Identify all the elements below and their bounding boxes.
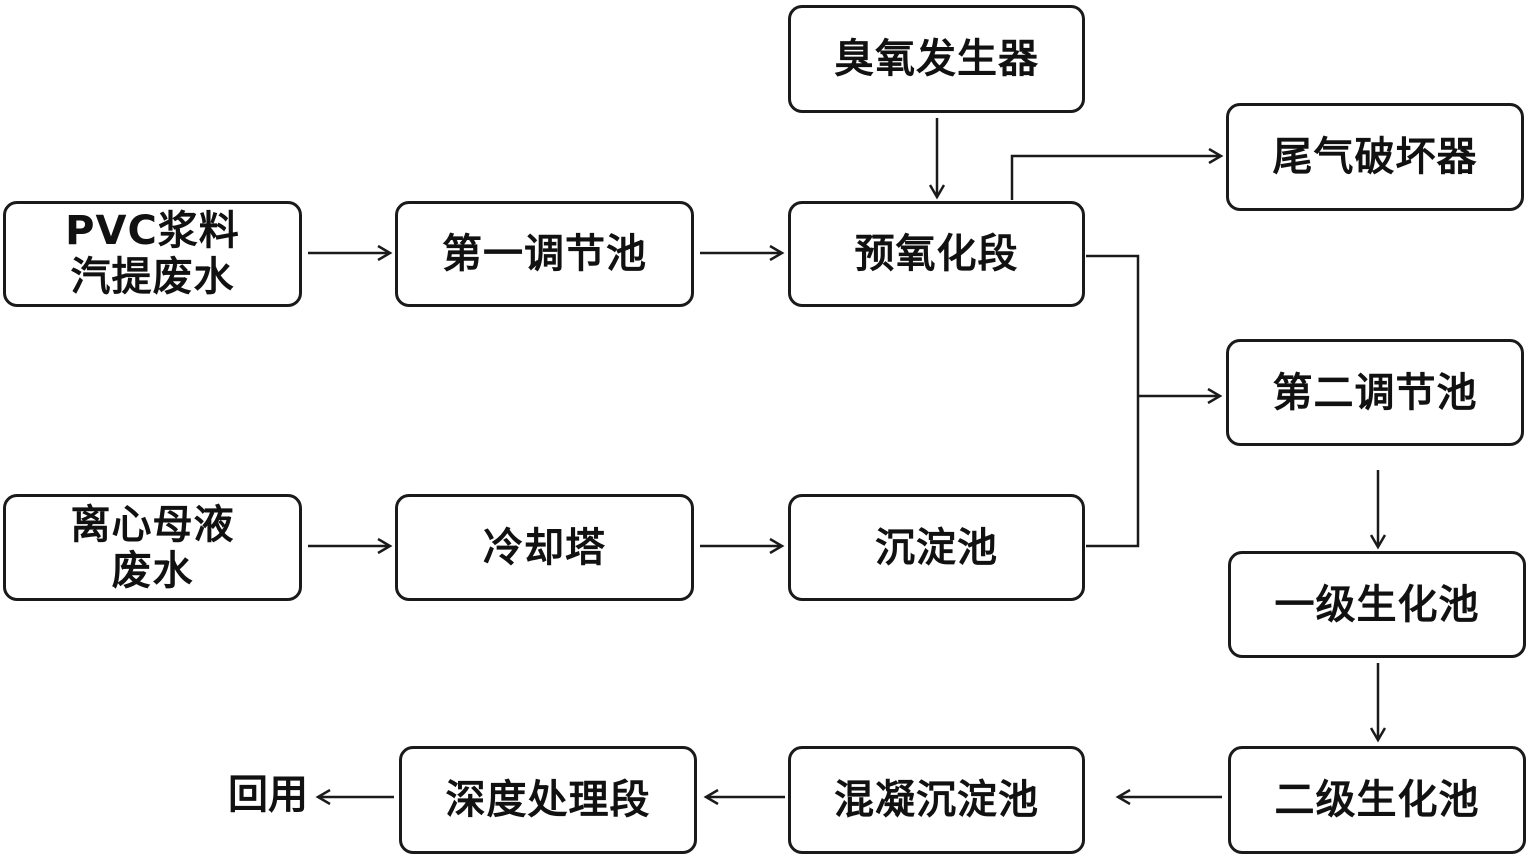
node-centrifuge-wastewater-line-1: 离心母液 bbox=[70, 501, 235, 548]
node-advanced-treatment-label: 深度处理段 bbox=[445, 777, 651, 823]
node-primary-biochemical-tank-label: 一级生化池 bbox=[1274, 581, 1480, 628]
node-coagulation-sedimentation-tank-label: 混凝沉淀池 bbox=[834, 777, 1039, 823]
connector-pre-oxidation-to-merge bbox=[1086, 254, 1140, 548]
node-advanced-treatment: 深度处理段 bbox=[399, 746, 697, 854]
node-pre-oxidation-label: 预氧化段 bbox=[854, 231, 1019, 277]
node-ozone-generator: 臭氧发生器 bbox=[788, 5, 1085, 113]
node-tail-gas-destroyer-label: 尾气破坏器 bbox=[1272, 134, 1478, 180]
node-centrifuge-wastewater-label: 离心母液 废水 bbox=[71, 502, 235, 594]
node-pvc-wastewater-label: PVC浆料 汽提废水 bbox=[65, 208, 240, 300]
node-pvc-wastewater-line-2: 汽提废水 bbox=[70, 254, 235, 300]
reuse-endpoint-label: 回用 bbox=[228, 772, 308, 818]
node-cooling-tower-label: 冷却塔 bbox=[483, 524, 606, 571]
node-centrifuge-wastewater-line-2: 废水 bbox=[111, 547, 194, 594]
node-tail-gas-destroyer: 尾气破坏器 bbox=[1226, 103, 1524, 211]
node-pvc-wastewater-line-1: PVC浆料 bbox=[65, 208, 240, 254]
node-pre-oxidation: 预氧化段 bbox=[788, 201, 1085, 307]
node-second-regulating-tank: 第二调节池 bbox=[1226, 339, 1524, 446]
node-second-regulating-tank-label: 第二调节池 bbox=[1272, 369, 1478, 416]
node-secondary-biochemical-tank: 二级生化池 bbox=[1228, 746, 1526, 854]
node-sedimentation-tank: 沉淀池 bbox=[788, 494, 1085, 601]
node-coagulation-sedimentation-tank: 混凝沉淀池 bbox=[788, 746, 1085, 854]
node-pvc-wastewater: PVC浆料 汽提废水 bbox=[3, 201, 302, 307]
node-first-regulating-tank: 第一调节池 bbox=[395, 201, 694, 307]
node-first-regulating-tank-label: 第一调节池 bbox=[442, 231, 647, 277]
arrow-pre-oxidation-to-tail-gas bbox=[1010, 156, 1221, 200]
node-centrifuge-wastewater: 离心母液 废水 bbox=[3, 494, 302, 601]
node-primary-biochemical-tank: 一级生化池 bbox=[1228, 551, 1526, 658]
node-sedimentation-tank-label: 沉淀池 bbox=[875, 524, 998, 571]
node-secondary-biochemical-tank-label: 二级生化池 bbox=[1274, 777, 1480, 823]
node-cooling-tower: 冷却塔 bbox=[395, 494, 694, 601]
node-ozone-generator-label: 臭氧发生器 bbox=[834, 36, 1039, 82]
